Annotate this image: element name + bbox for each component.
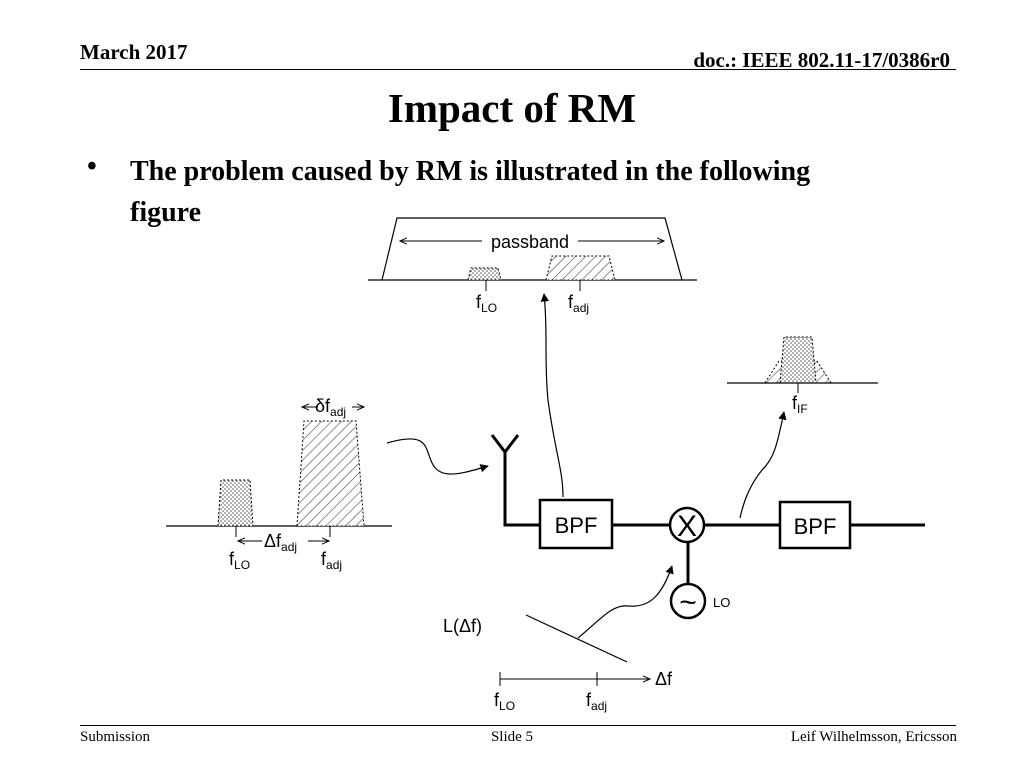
footer-author: Leif Wilhelmsson, Ericsson xyxy=(790,729,957,745)
adj-signal-large xyxy=(296,420,365,527)
antenna-icon xyxy=(490,434,520,455)
delta-fadj-width-label: δfadj xyxy=(315,396,346,419)
bpf-to-passband-arrow xyxy=(540,293,564,498)
footer-divider xyxy=(80,725,956,726)
passband-label: passband xyxy=(491,232,569,252)
input-to-antenna-arrow xyxy=(386,438,489,475)
phase-noise-plot: L(Δf) Δf fLO fadj xyxy=(443,614,673,713)
if-lo-tone xyxy=(779,336,817,384)
bpf-rf-block xyxy=(538,498,614,550)
left-flo-label: fLO xyxy=(229,549,250,572)
header-date: March 2017 xyxy=(80,40,188,64)
bpf-rf-label: BPF xyxy=(555,513,598,538)
passband-spectrum: passband fLO fadj xyxy=(368,217,697,315)
bottom-fadj-label: fadj xyxy=(586,690,607,713)
bullet-text: The problem caused by RM is illustrated … xyxy=(130,156,811,228)
slide-title: Impact of RM xyxy=(387,85,637,131)
header-divider xyxy=(80,69,956,70)
delta-f-axis-label: Δf xyxy=(655,669,673,689)
phase-noise-label: L(Δf) xyxy=(443,616,482,636)
mixer-to-if-arrow xyxy=(739,411,787,519)
top-fadj-label: fadj xyxy=(568,292,589,315)
connector-arrows xyxy=(386,293,787,639)
adj-signal-small xyxy=(545,255,616,281)
receiver-chain: BPF X BPF ~ LO xyxy=(490,434,925,620)
phasenoise-to-lo-arrow xyxy=(577,565,674,639)
lo-label: LO xyxy=(713,595,730,610)
bottom-flo-label: fLO xyxy=(494,690,515,713)
lo-tone-small xyxy=(467,267,502,281)
fif-label: fIF xyxy=(792,393,808,416)
footer-submission: Submission xyxy=(80,729,151,745)
oscillator-symbol: ~ xyxy=(679,586,697,619)
if-spectrum: fIF xyxy=(727,336,878,416)
bullet-marker: • xyxy=(87,151,97,182)
bpf-if-label: BPF xyxy=(794,514,837,539)
mixer-symbol: X xyxy=(677,510,697,543)
header-doc-id: doc.: IEEE 802.11-17/0386r0 xyxy=(693,48,950,72)
left-fadj-label: fadj xyxy=(321,549,342,572)
delta-fadj-spacing-label: Δfadj xyxy=(264,531,297,554)
input-spectrum: δfadj Δfadj fLO fadj xyxy=(166,396,392,572)
lo-tone-large xyxy=(217,479,254,527)
top-flo-label: fLO xyxy=(476,292,497,315)
footer-slide-number: Slide 5 xyxy=(490,729,534,745)
